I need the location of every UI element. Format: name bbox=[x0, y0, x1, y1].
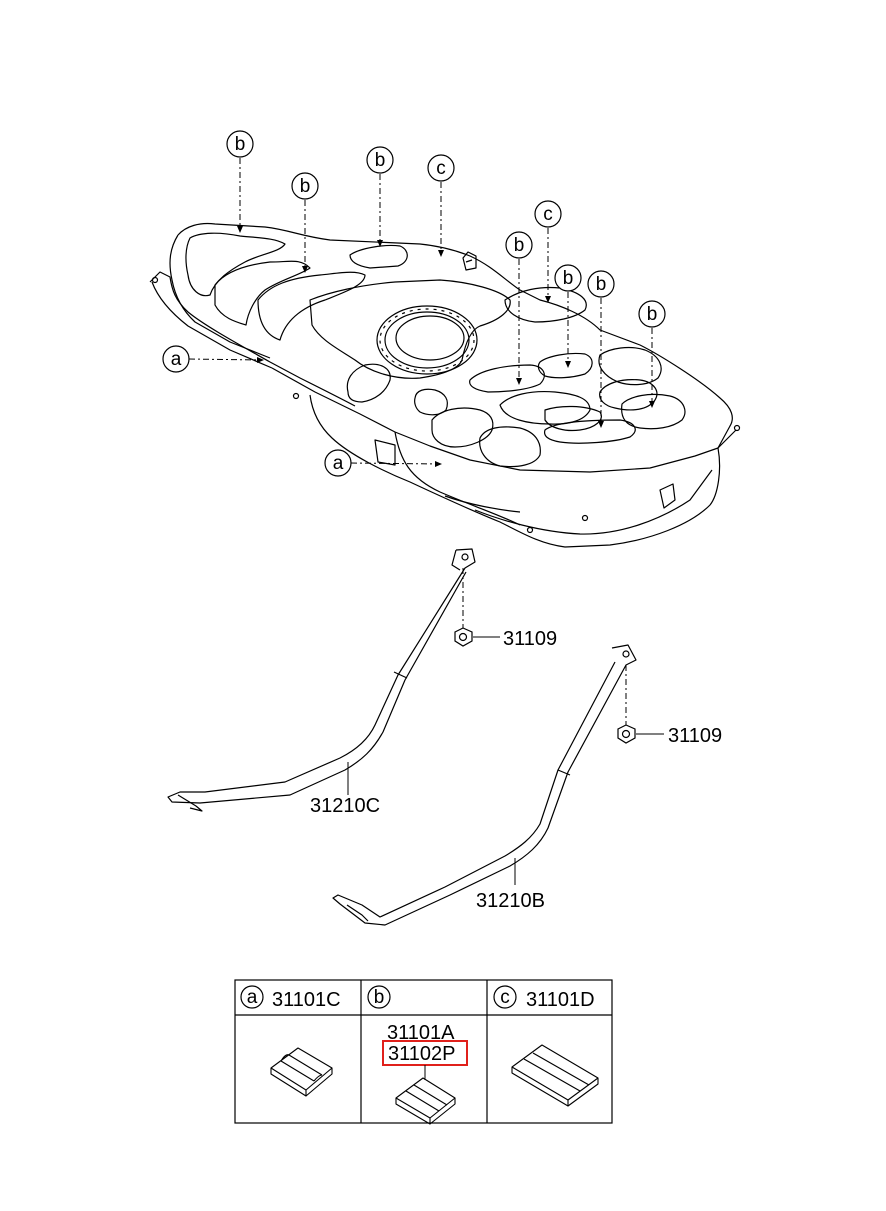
svg-text:b: b bbox=[514, 235, 525, 256]
part-label-31210C: 31210C bbox=[310, 795, 380, 817]
table-part-31101D: 31101D bbox=[526, 989, 595, 1011]
callout-leaders bbox=[188, 158, 653, 465]
table-part-31101A: 31101A bbox=[387, 1022, 455, 1044]
callout-a1: a bbox=[162, 345, 190, 373]
pad-icon bbox=[270, 1047, 333, 1097]
callout-b7: b bbox=[638, 300, 666, 328]
callout-c2: c bbox=[534, 200, 562, 228]
pad-icon bbox=[511, 1044, 599, 1107]
svg-text:b: b bbox=[374, 987, 385, 1008]
table-col-c: c 31101D bbox=[493, 985, 599, 1107]
svg-text:b: b bbox=[596, 274, 607, 295]
callout-b6: b bbox=[587, 270, 615, 298]
part-label-31210B: 31210B bbox=[476, 890, 545, 912]
nut-icon bbox=[454, 627, 473, 647]
callout-c1: c bbox=[427, 154, 455, 182]
table-col-a: a 31101C bbox=[240, 985, 341, 1097]
callout-b3: b bbox=[366, 146, 394, 174]
nut-icon bbox=[617, 724, 636, 744]
fuel-tank-drawing bbox=[149, 222, 741, 548]
table-col-b: b 31101A 31102P bbox=[367, 985, 468, 1125]
callout-arrowheads bbox=[237, 226, 655, 467]
pad-icon bbox=[395, 1077, 456, 1125]
callout-a2: a bbox=[324, 449, 352, 477]
svg-text:a: a bbox=[333, 453, 344, 474]
svg-text:c: c bbox=[543, 204, 553, 225]
svg-text:a: a bbox=[247, 987, 258, 1008]
svg-text:a: a bbox=[171, 349, 182, 370]
svg-text:c: c bbox=[500, 987, 510, 1008]
parts-table: a 31101C b 31101A 31102P bbox=[234, 979, 613, 1125]
strap-lower-drawing bbox=[332, 644, 637, 926]
callout-b4: b bbox=[505, 231, 533, 259]
svg-text:c: c bbox=[436, 158, 446, 179]
callout-b2: b bbox=[291, 172, 319, 200]
svg-text:b: b bbox=[647, 304, 658, 325]
part-label-31109-upper: 31109 bbox=[503, 628, 557, 650]
svg-text:b: b bbox=[235, 134, 246, 155]
table-part-31101C: 31101C bbox=[272, 989, 341, 1011]
svg-text:b: b bbox=[300, 176, 311, 197]
svg-text:b: b bbox=[563, 268, 574, 289]
table-part-31102P: 31102P bbox=[388, 1043, 455, 1065]
svg-text:b: b bbox=[375, 150, 386, 171]
part-label-31109-lower: 31109 bbox=[668, 725, 722, 747]
callout-b1: b bbox=[226, 130, 254, 158]
callout-b5: b bbox=[554, 264, 582, 292]
strap-upper-drawing bbox=[167, 548, 476, 812]
